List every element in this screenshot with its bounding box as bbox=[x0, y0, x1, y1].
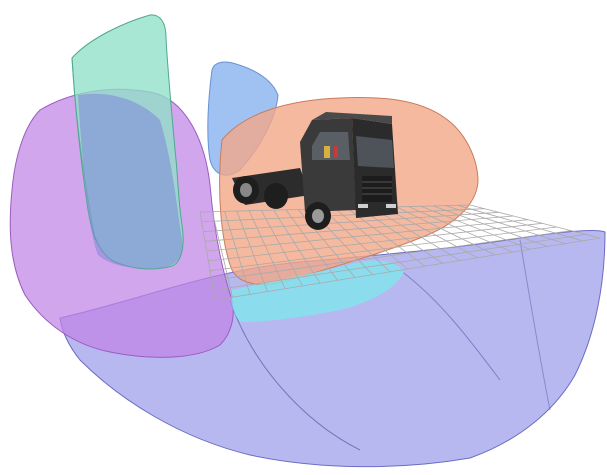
truck-cab-front bbox=[352, 118, 398, 218]
truck-windshield bbox=[356, 136, 394, 168]
truck-grille bbox=[362, 176, 392, 202]
truck-mid-wheel bbox=[264, 183, 288, 209]
truck-cab-window bbox=[312, 132, 350, 160]
